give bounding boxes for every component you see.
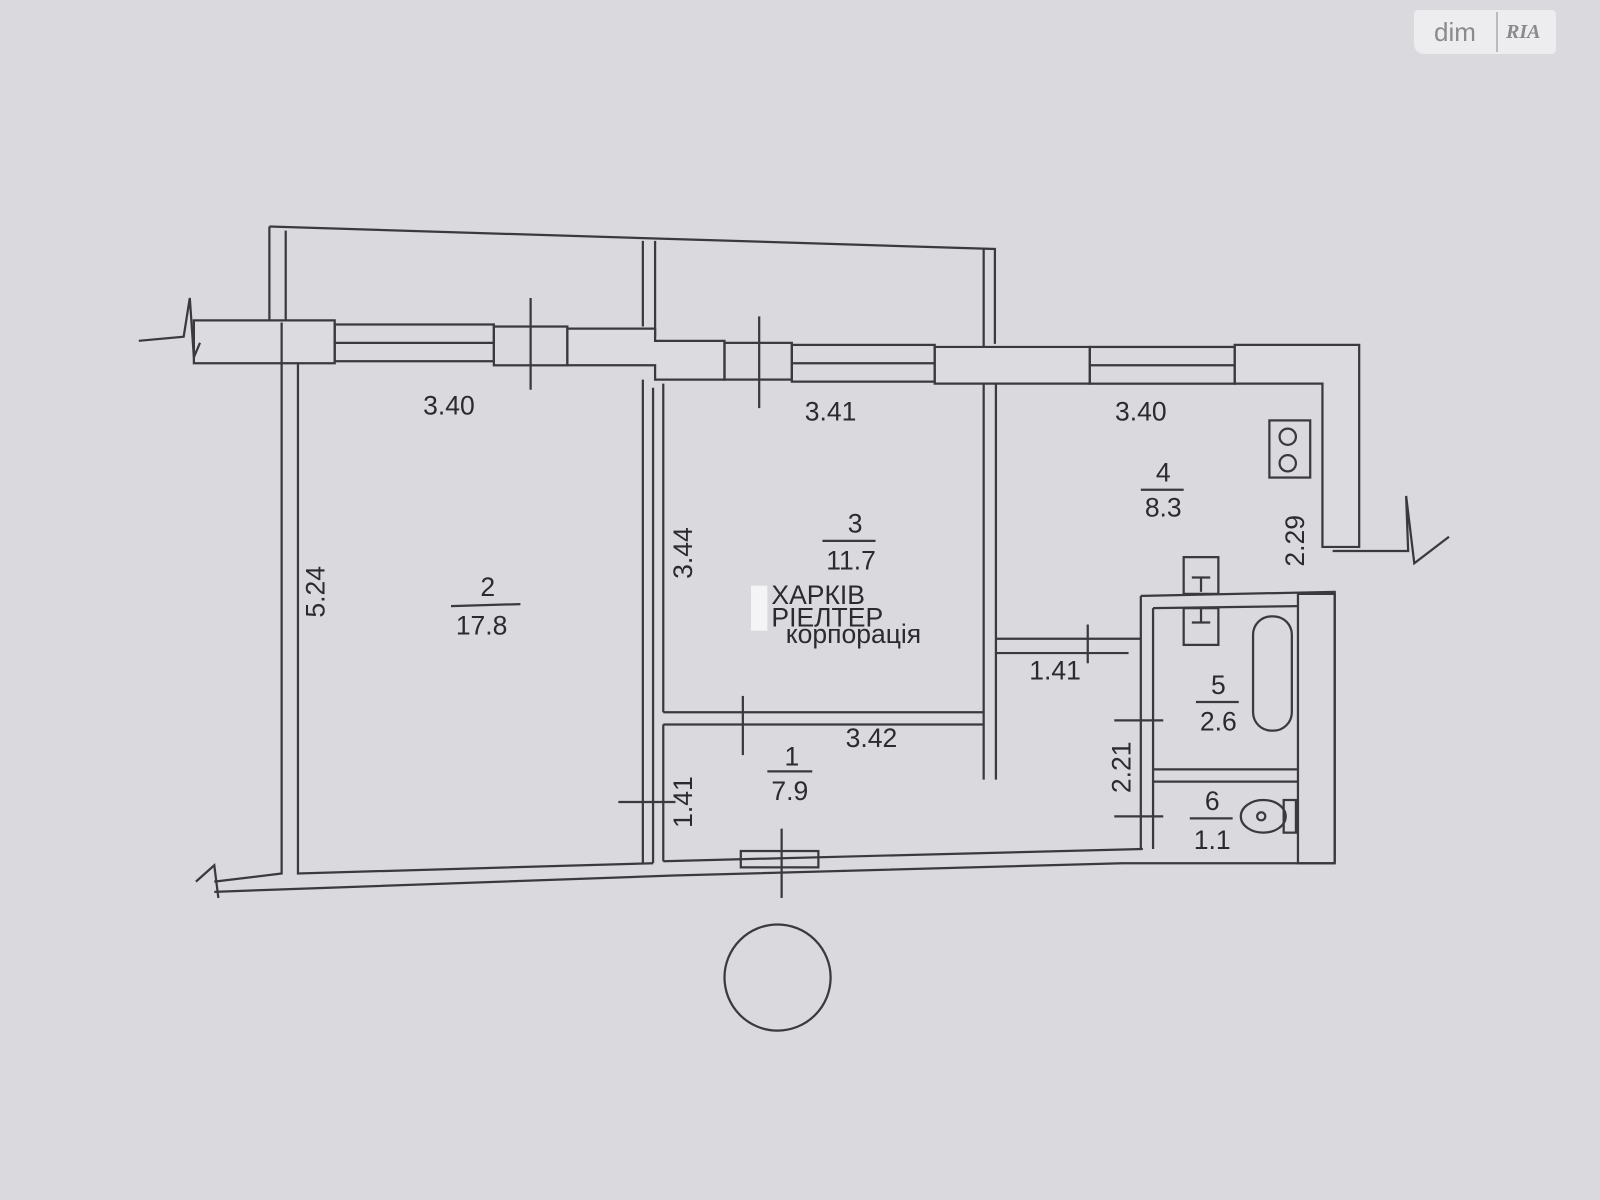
room-labels: 2 17.8 3 11.7 4 8.3 1 7.9 5 2.6 6 1.1 — [450, 458, 1239, 855]
room-5-number: 5 — [1211, 670, 1226, 700]
room-5-area: 2.6 — [1200, 707, 1237, 737]
room-4-area: 8.3 — [1145, 492, 1182, 522]
dim-room4-width: 3.40 — [1115, 396, 1167, 426]
agency-logo: ХАРКІВ РІЕЛТЕР корпорація — [751, 580, 921, 649]
dim-corridor-width: 1.41 — [1029, 656, 1081, 686]
logo-line3: корпорація — [786, 619, 921, 649]
dimria-watermark: dim RIA — [1414, 10, 1556, 54]
watermark-site: dim — [1414, 12, 1498, 52]
dimension-ticks — [529, 297, 1164, 898]
stamp-circle — [723, 923, 832, 1032]
room-6-area: 1.1 — [1194, 825, 1231, 855]
walls — [138, 225, 1450, 1032]
bathtub-icon — [1251, 615, 1293, 732]
watermark-brand: RIA — [1506, 20, 1541, 43]
dimension-labels: 3.40 3.41 3.40 3.42 1.41 5.24 3.44 2.29 … — [300, 390, 1310, 828]
room-2-number: 2 — [480, 572, 495, 602]
dim-room2-depth: 5.24 — [300, 566, 330, 618]
toilet-icon — [1239, 798, 1298, 834]
dim-room2-width: 3.40 — [423, 390, 475, 420]
dim-bath-depth: 2.21 — [1107, 742, 1137, 794]
room-2-area: 17.8 — [456, 611, 508, 641]
room-4-number: 4 — [1156, 458, 1171, 488]
dim-room4-depth: 2.29 — [1280, 515, 1310, 567]
dim-hall-depth: 1.41 — [668, 776, 698, 828]
logo-line2: РІЕЛТЕР — [771, 603, 883, 633]
logo-line1: ХАРКІВ — [771, 580, 865, 610]
sink-icon — [1182, 556, 1220, 647]
room-1-area: 7.9 — [771, 776, 808, 806]
dim-room3-width: 3.41 — [805, 396, 857, 426]
stove-icon — [1268, 419, 1312, 479]
dim-room3-depth: 3.44 — [668, 527, 698, 579]
dim-hall-width: 3.42 — [846, 723, 898, 753]
room-6-number: 6 — [1205, 786, 1220, 816]
room-3-area: 11.7 — [826, 545, 876, 575]
room-1-number: 1 — [784, 741, 799, 771]
room-3-number: 3 — [848, 509, 863, 539]
